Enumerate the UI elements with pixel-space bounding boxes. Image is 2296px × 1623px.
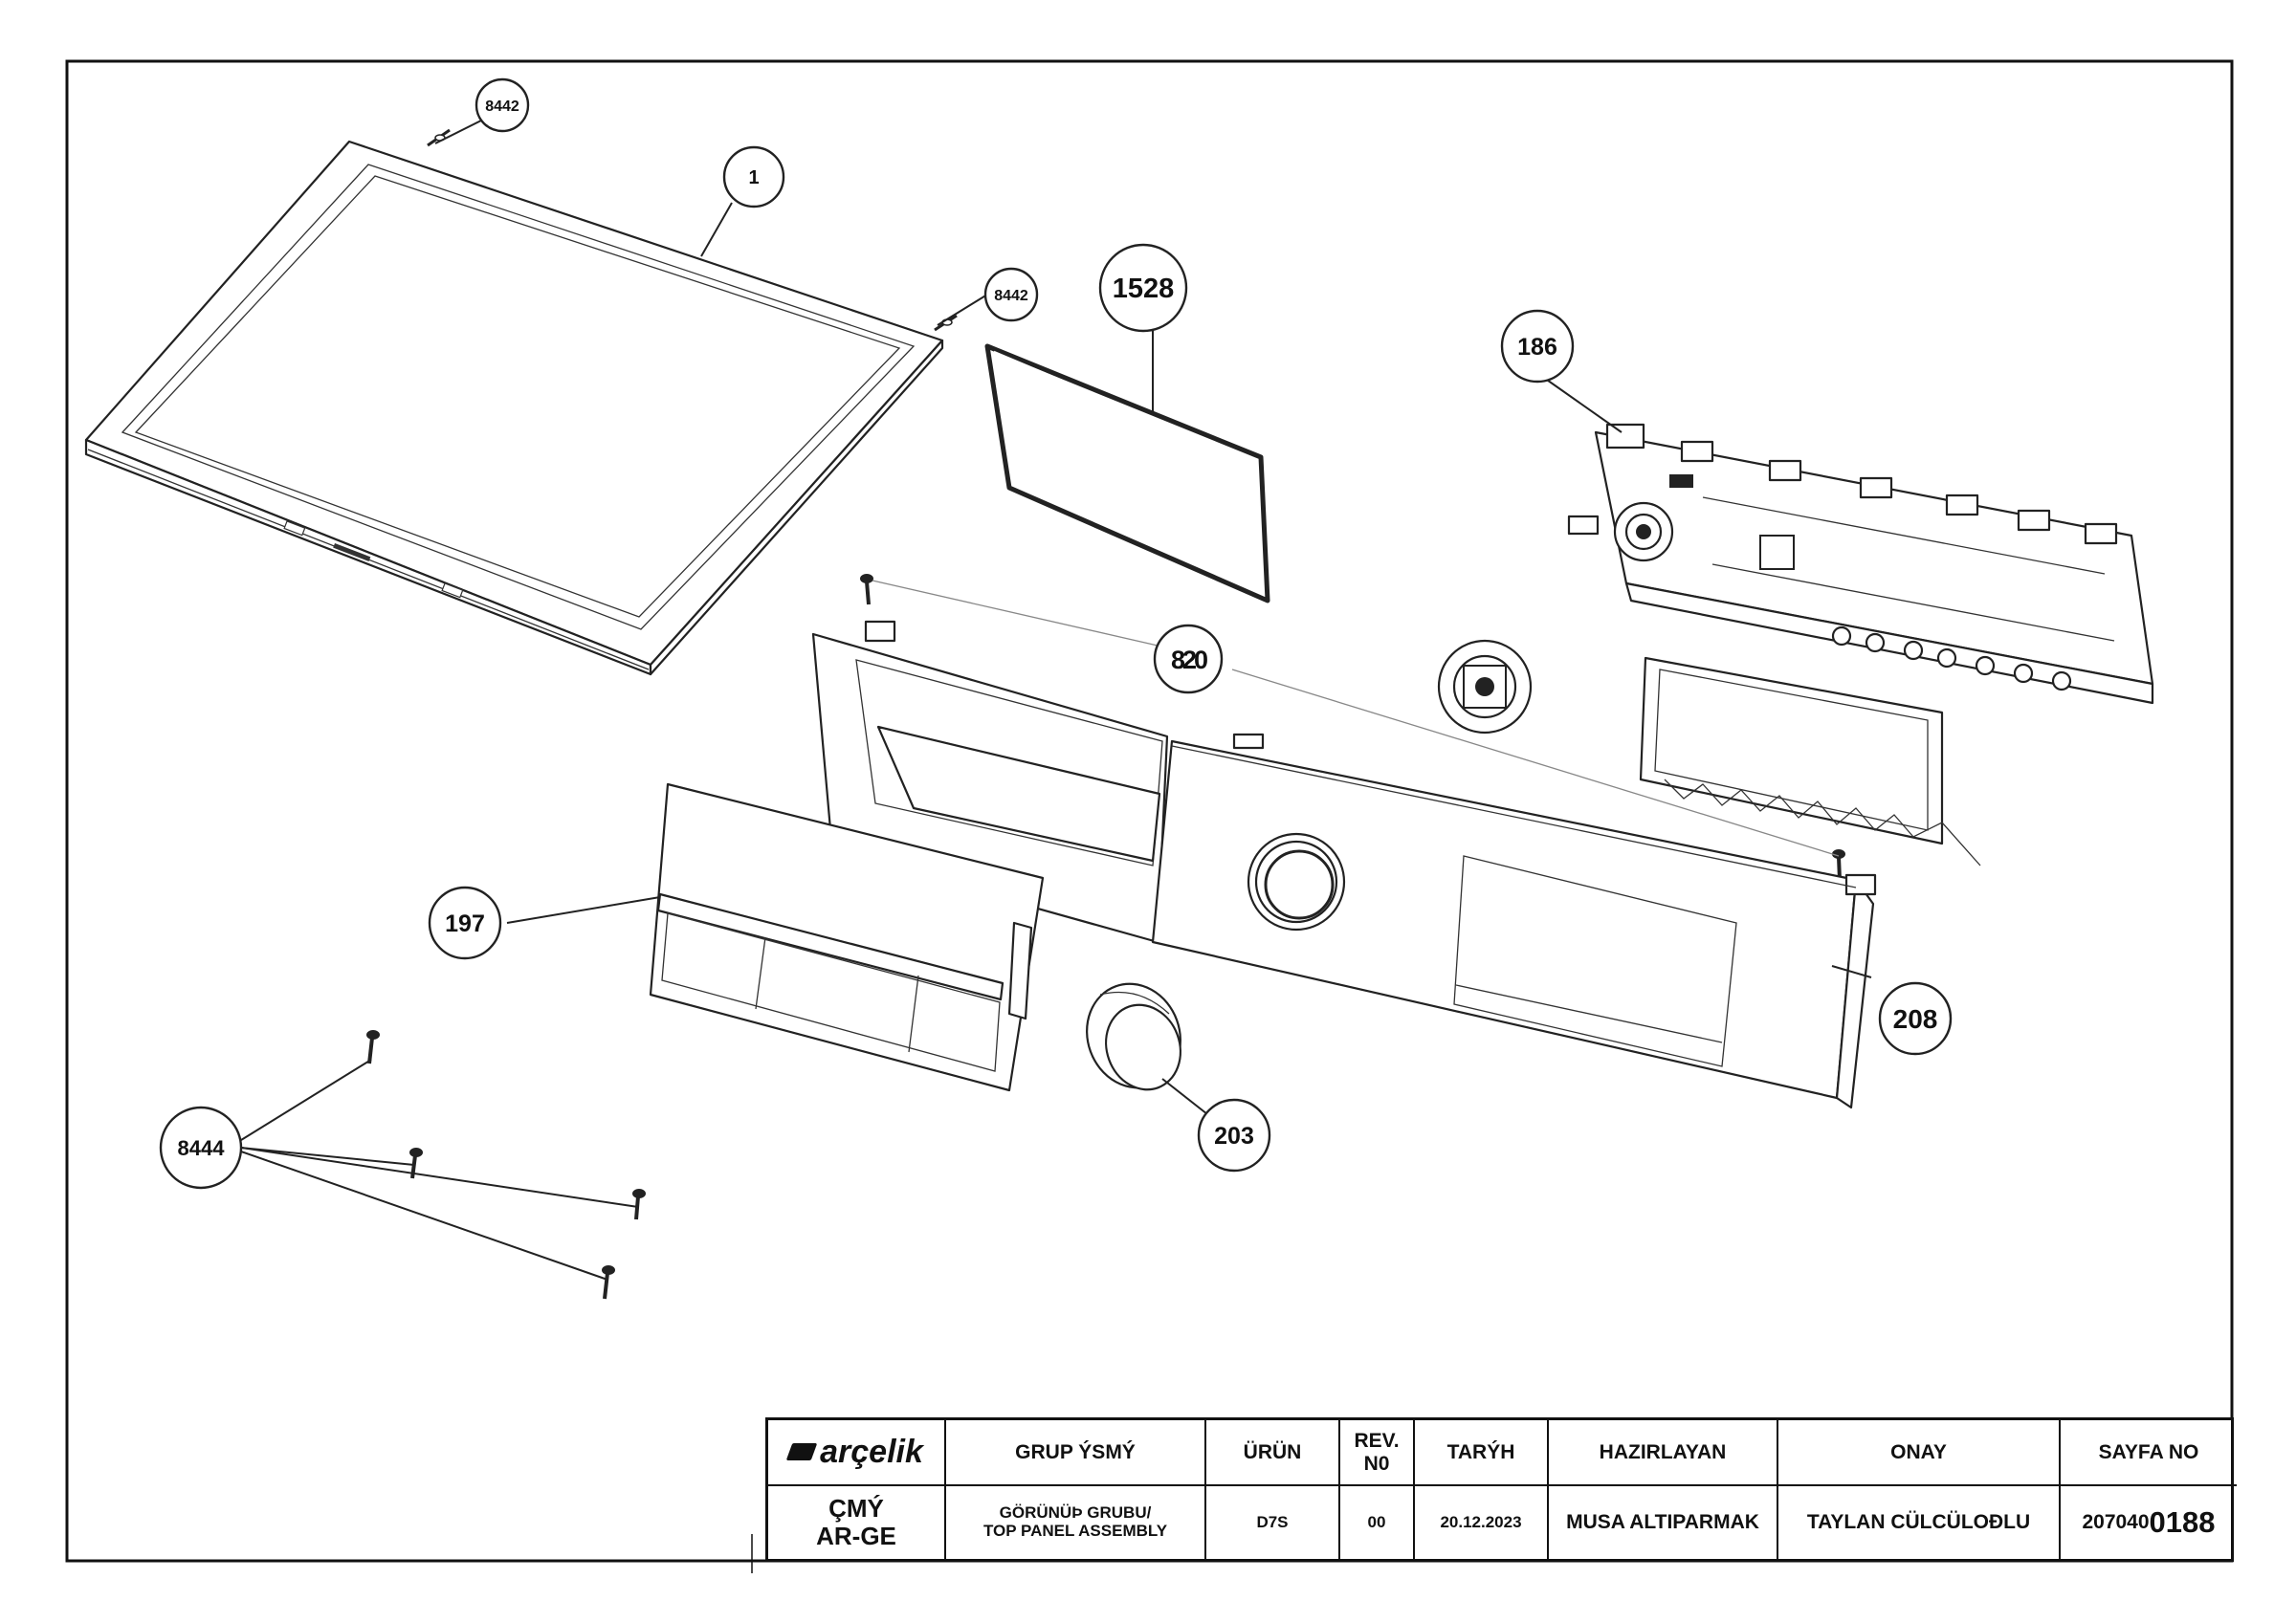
logo-text: arçelik (820, 1433, 923, 1470)
seal-gasket (984, 343, 1270, 603)
sheet-no-prefix: 207040 (2082, 1511, 2150, 1534)
group-name-line2: TOP PANEL ASSEMBLY (982, 1522, 1168, 1540)
header-prepared-by: HAZIRLAYAN (1549, 1420, 1778, 1486)
callout-8442-top: 8442 (475, 77, 530, 133)
screw-8444-1 (366, 1030, 380, 1064)
callout-label: 186 (1517, 334, 1557, 361)
approval-value: TAYLAN CÜLCÜLOÐLU (1778, 1486, 2061, 1559)
department: ÇMÝ AR-GE (768, 1486, 946, 1559)
callout-label: 820 (1171, 646, 1207, 674)
group-name-value: GÖRÜNÜÞ GRUBU/ TOP PANEL ASSEMBLY (946, 1486, 1206, 1559)
display-window-frame (1639, 656, 1981, 866)
callout-label: 8442 (485, 99, 519, 115)
callout-8444: 8444 (159, 1106, 243, 1190)
callout-186: 186 (1500, 309, 1575, 384)
leader-lines (240, 119, 1872, 1281)
group-name-line1: GÖRÜNÜÞ GRUBU/ (999, 1503, 1152, 1523)
screw-8444-4 (602, 1265, 615, 1300)
header-date: TARÝH (1415, 1420, 1549, 1486)
callout-label: 1 (748, 167, 759, 188)
callout-820: 820 (1153, 624, 1224, 694)
detergent-drawer-front (649, 782, 1045, 1092)
callout-197: 197 (428, 886, 502, 960)
callout-8442-right: 8442 (983, 267, 1039, 322)
company-logo: arçelik (768, 1420, 946, 1486)
screw-8444-3 (632, 1189, 646, 1220)
callout-label: 197 (445, 910, 485, 937)
logo-wordmark: arçelik (785, 1433, 923, 1470)
callout-203: 203 (1197, 1098, 1271, 1173)
callout-label: 208 (1893, 1004, 1938, 1034)
pin-8442-right (934, 314, 958, 332)
rotary-encoder (1437, 639, 1533, 735)
callout-label: 1528 (1113, 274, 1175, 304)
title-block: arçelik GRUP ÝSMÝ ÜRÜN REV. N0 TARÝH HAZ… (765, 1417, 2237, 1562)
top-cover-lid (84, 140, 944, 676)
callout-208: 208 (1878, 981, 1953, 1056)
department-line1: ÇMÝ (828, 1494, 884, 1524)
prepared-by-value: MUSA ALTIPARMAK (1549, 1486, 1778, 1559)
electronic-control-board (1567, 423, 2154, 705)
screw-820-left (860, 574, 873, 605)
logo-icon (785, 1443, 818, 1461)
date-value: 20.12.2023 (1415, 1486, 1549, 1559)
callout-1528: 1528 (1098, 243, 1188, 333)
callout-label: 203 (1214, 1123, 1254, 1150)
screw-8444-2 (409, 1148, 423, 1179)
product-value: D7S (1206, 1486, 1340, 1559)
department-line2: AR-GE (816, 1522, 896, 1550)
header-rev-no-label: REV. N0 (1354, 1430, 1400, 1475)
header-approval: ONAY (1778, 1420, 2061, 1486)
sheet-no-suffix: 0188 (2149, 1504, 2216, 1539)
header-sheet-no: SAYFA NO (2061, 1420, 2237, 1486)
callout-1: 1 (722, 145, 785, 208)
rev-no-value: 00 (1340, 1486, 1415, 1559)
header-product: ÜRÜN (1206, 1420, 1340, 1486)
callout-label: 8444 (178, 1136, 226, 1160)
header-group-name: GRUP ÝSMÝ (946, 1420, 1206, 1486)
header-rev-no: REV. N0 (1340, 1420, 1415, 1486)
callout-label: 8442 (994, 288, 1028, 304)
knob-ring (1086, 982, 1181, 1091)
